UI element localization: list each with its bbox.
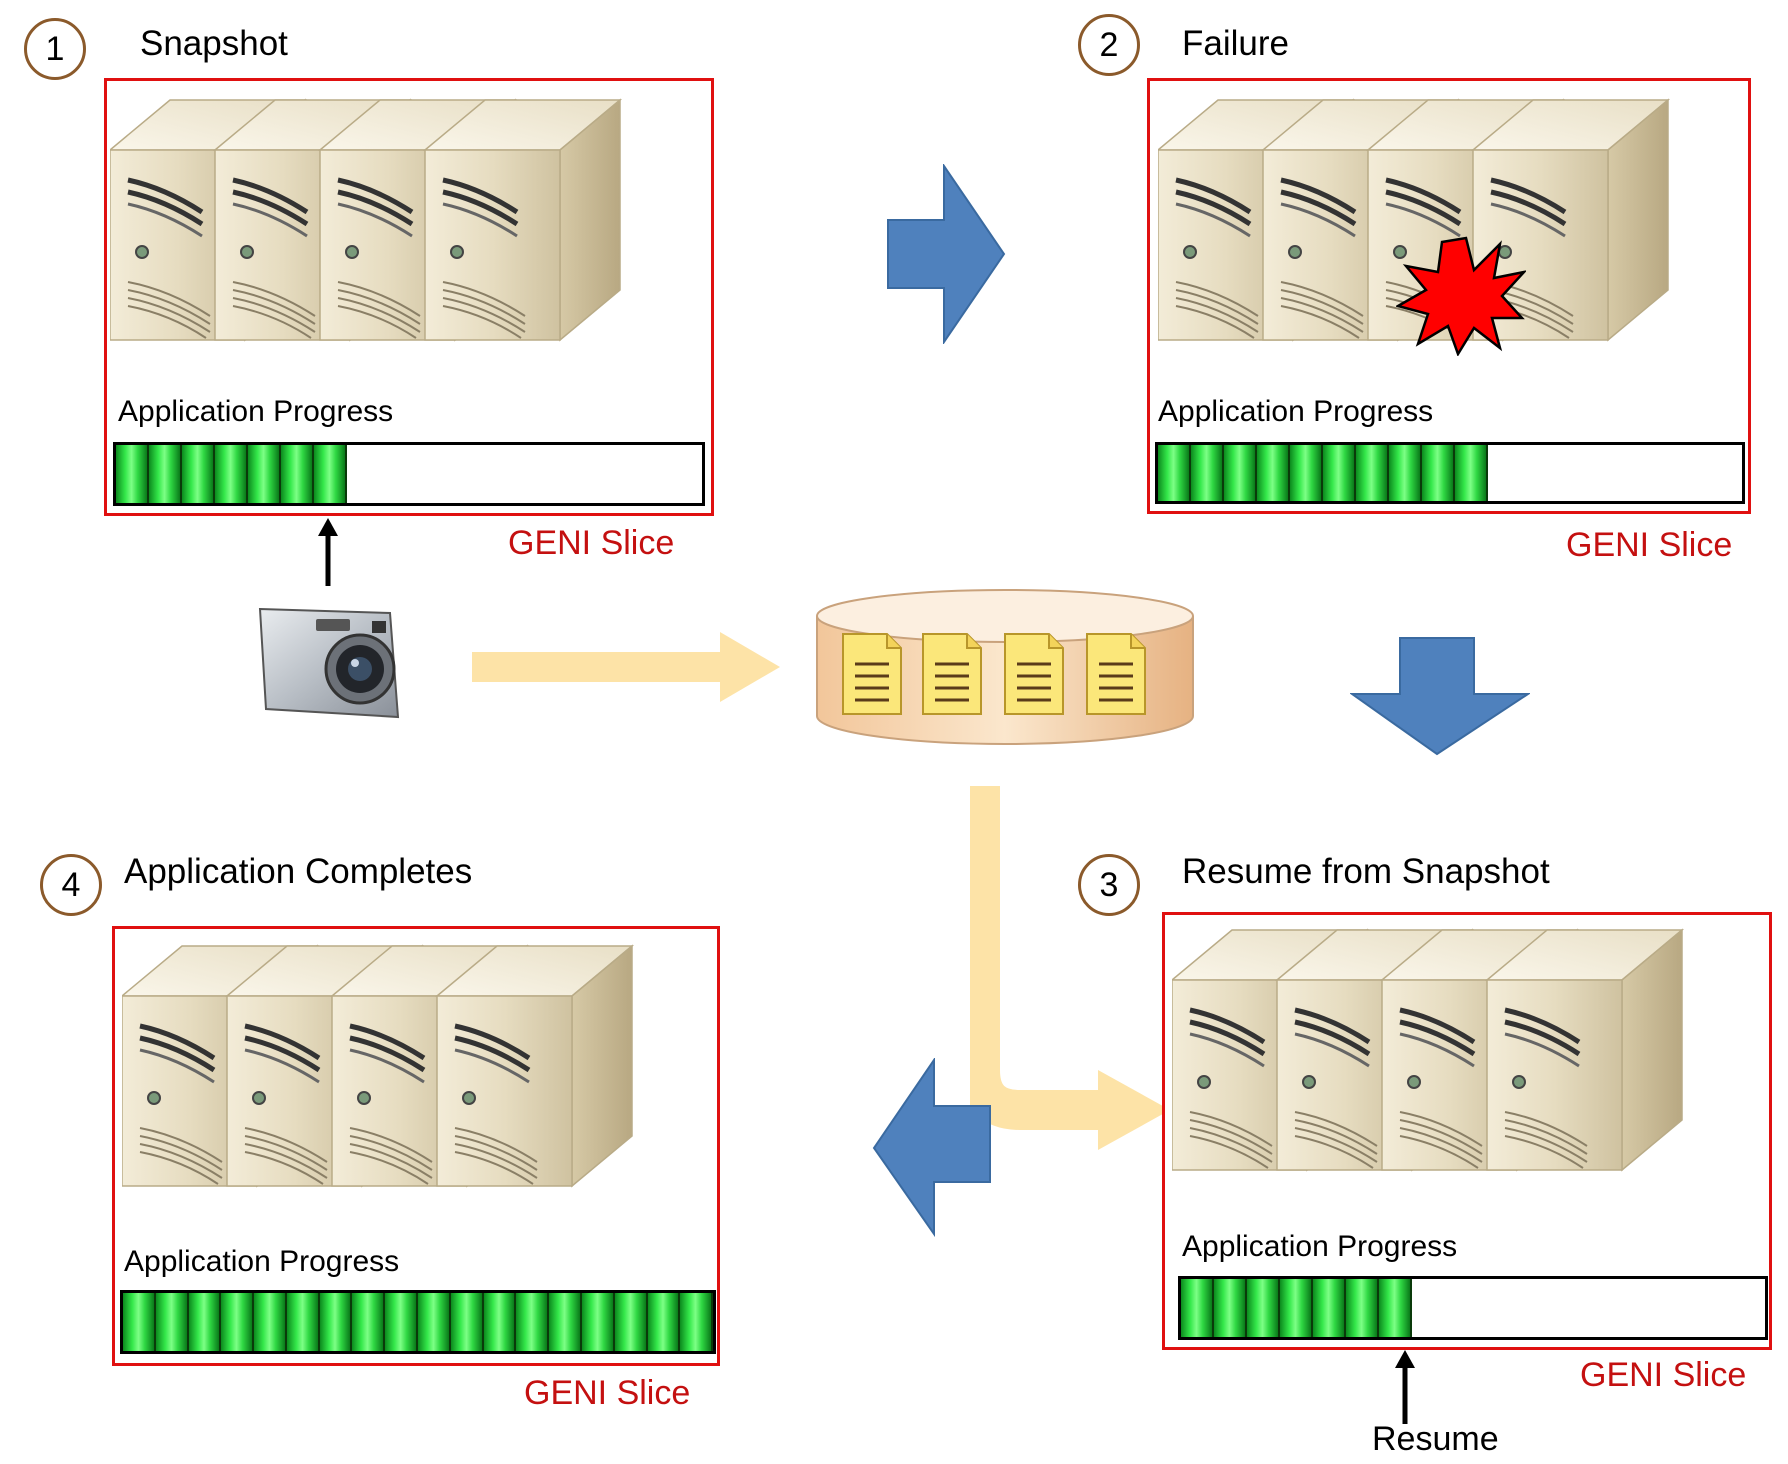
snapshot-arrow [318, 518, 338, 586]
step-2-slice-label: GENI Slice [1566, 526, 1733, 564]
server-tower-icon [122, 936, 652, 1196]
flow-arrow-down [1350, 637, 1530, 756]
flow-arrow-left [872, 1058, 991, 1238]
progress-segment [123, 1293, 156, 1351]
progress-segment [1247, 1279, 1280, 1337]
progress-segment [385, 1293, 419, 1351]
step-4-slice-label: GENI Slice [524, 1374, 691, 1412]
step-4-progress-label: Application Progress [124, 1245, 400, 1278]
progress-segment [188, 1293, 222, 1351]
step-4-title: Application Completes [124, 852, 473, 891]
step-2-progress-bar [1155, 442, 1745, 504]
progress-segment [1389, 445, 1422, 501]
explosion-icon [1396, 236, 1526, 356]
progress-segment [1158, 445, 1191, 501]
progress-segment [581, 1293, 615, 1351]
progress-segment [647, 1293, 681, 1351]
progress-segment [516, 1293, 550, 1351]
resume-label: Resume [1372, 1420, 1499, 1458]
progress-segment [352, 1293, 386, 1351]
step-2-number: 2 [1078, 14, 1140, 76]
progress-segment [1181, 1279, 1214, 1337]
step-3-progress-label: Application Progress [1182, 1230, 1458, 1263]
progress-segment [418, 1293, 451, 1351]
progress-segment [1280, 1279, 1313, 1337]
progress-segment [182, 445, 215, 503]
progress-segment [1323, 445, 1356, 501]
step-3-progress-bar [1178, 1276, 1768, 1340]
progress-segment [1257, 445, 1290, 501]
step-3-title: Resume from Snapshot [1182, 852, 1550, 891]
server-tower-icon [110, 90, 640, 350]
step-3-number: 3 [1078, 854, 1140, 916]
step-1-slice-label: GENI Slice [508, 524, 675, 562]
progress-segment [1346, 1279, 1379, 1337]
progress-segment [1422, 445, 1455, 501]
flow-arrow-right [887, 164, 1006, 344]
storage-disk-icon [816, 589, 1194, 745]
progress-segment [254, 1293, 287, 1351]
progress-segment [1455, 445, 1488, 501]
resume-arrow [1395, 1350, 1415, 1424]
progress-segment [1313, 1279, 1346, 1337]
progress-segment [215, 445, 248, 503]
progress-segment [1356, 445, 1389, 501]
progress-segment [450, 1293, 484, 1351]
progress-segment [149, 445, 182, 503]
progress-segment [286, 1293, 320, 1351]
progress-segment [1214, 1279, 1247, 1337]
progress-segment [281, 445, 314, 503]
document-icon [841, 632, 903, 716]
step-2-title: Failure [1182, 24, 1289, 63]
progress-segment [155, 1293, 189, 1351]
progress-segment [319, 1293, 353, 1351]
progress-segment [1191, 445, 1224, 501]
camera-icon [258, 607, 400, 719]
progress-segment [680, 1293, 714, 1351]
document-icon [1003, 632, 1065, 716]
progress-segment [314, 445, 347, 503]
progress-segment [1224, 445, 1257, 501]
step-1-title: Snapshot [140, 24, 288, 63]
document-icon [1085, 632, 1147, 716]
snapshot-data-arrow [472, 632, 780, 702]
step-3-slice-label: GENI Slice [1580, 1356, 1747, 1394]
progress-segment [1379, 1279, 1412, 1337]
progress-segment [116, 445, 149, 503]
progress-segment [248, 445, 281, 503]
progress-segment [1290, 445, 1323, 501]
step-1-number: 1 [24, 18, 86, 80]
progress-segment [549, 1293, 582, 1351]
step-2-progress-label: Application Progress [1158, 395, 1434, 428]
document-icon [921, 632, 983, 716]
step-1-progress-label: Application Progress [118, 395, 394, 428]
step-1-progress-bar [113, 442, 705, 506]
progress-segment [614, 1293, 648, 1351]
progress-segment [483, 1293, 517, 1351]
server-tower-icon [1172, 920, 1702, 1180]
step-4-number: 4 [40, 854, 102, 916]
progress-segment [221, 1293, 255, 1351]
restore-data-arrow [970, 786, 1170, 1150]
step-4-progress-bar [120, 1290, 716, 1354]
